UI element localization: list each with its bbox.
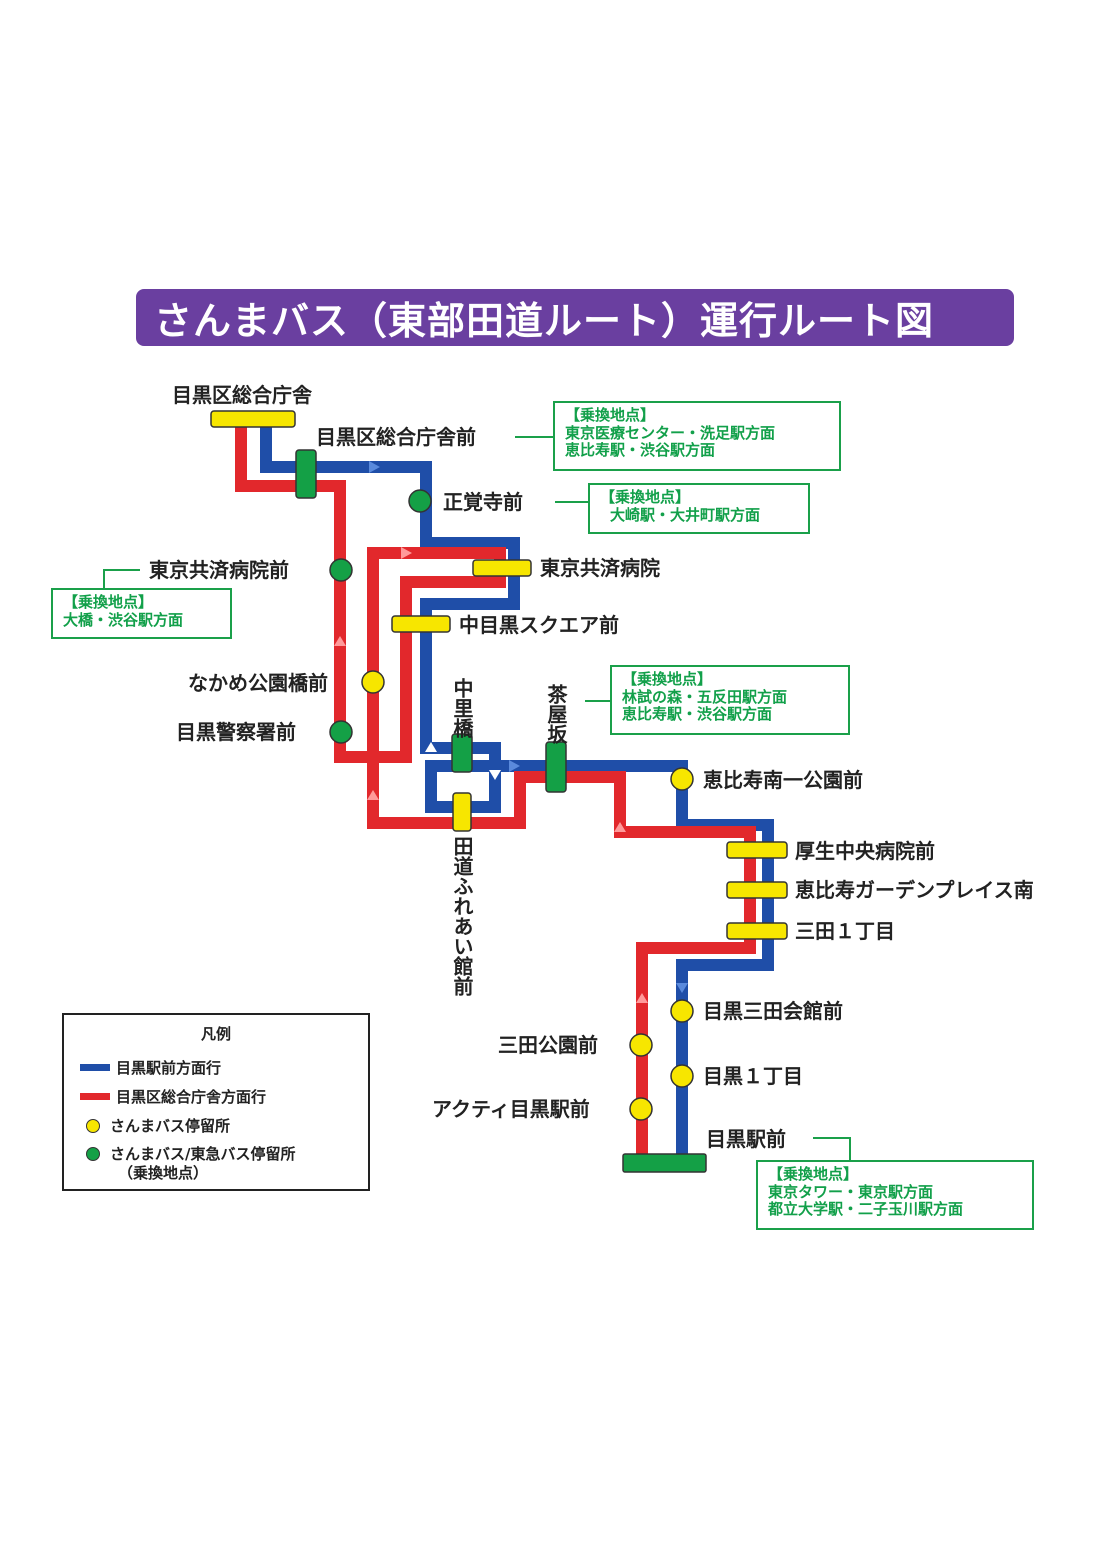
legend-green-line2: （乗換地点） bbox=[118, 1163, 209, 1182]
stop-dot-s19 bbox=[629, 1097, 653, 1121]
stop-label-s08: 目黒警察署前 bbox=[176, 720, 296, 744]
transfer-line: 東京医療センター・洗足駅方面 bbox=[565, 423, 776, 442]
stop-bar-s13 bbox=[726, 841, 788, 859]
circle-stops bbox=[329, 489, 694, 1121]
stop-label-s11: 田道ふれあい館前 bbox=[450, 836, 474, 996]
stop-label-s07: なかめ公園橋前 bbox=[188, 671, 328, 695]
blue-line-swatch bbox=[80, 1064, 110, 1071]
legend: 凡例 目黒駅前方面行 目黒区総合庁舎方面行 さんまバス停留所 さんまバス/東急バ… bbox=[62, 1013, 370, 1191]
stop-label-s09: 中里橋 bbox=[450, 678, 474, 738]
transfer-line: 恵比寿駅・渋谷駅方面 bbox=[622, 705, 773, 724]
stop-bar-s05 bbox=[472, 559, 532, 577]
legend-title: 凡例 bbox=[200, 1025, 231, 1043]
transfer-box-5: 【乗換地点】 東京タワー・東京駅方面 都立大学駅・二子玉川駅方面 bbox=[756, 1160, 1034, 1230]
transfer-heading: 【乗換地点】 bbox=[768, 1165, 859, 1183]
stop-label-s12: 恵比寿南一公園前 bbox=[703, 768, 863, 792]
red-line-swatch bbox=[80, 1093, 110, 1100]
stop-label-s02: 目黒区総合庁舎前 bbox=[316, 425, 476, 449]
stop-dot-s12 bbox=[670, 767, 694, 791]
stop-bar-s14 bbox=[726, 881, 788, 899]
transfer-box-2: 【乗換地点】 大崎駅・大井町駅方面 bbox=[588, 483, 810, 534]
transfer-line: 都立大学駅・二子玉川駅方面 bbox=[768, 1200, 964, 1219]
stop-bar-s15 bbox=[726, 922, 788, 940]
stop-label-s20: 目黒駅前 bbox=[706, 1127, 786, 1151]
transfer-line: 林試の森・五反田駅方面 bbox=[622, 687, 788, 706]
stop-label-s13: 厚生中央病院前 bbox=[795, 839, 935, 863]
stop-bar-s02 bbox=[295, 449, 317, 499]
stop-dot-s03 bbox=[408, 489, 432, 513]
transfer-box-4: 【乗換地点】 林試の森・五反田駅方面 恵比寿駅・渋谷駅方面 bbox=[610, 665, 850, 735]
legend-row-green: さんまバス/東急バス停留所 （乗換地点） bbox=[80, 1145, 295, 1183]
legend-yellow-label: さんまバス停留所 bbox=[110, 1117, 231, 1135]
transfer-line: 大崎駅・大井町駅方面 bbox=[610, 505, 761, 524]
transfer-heading: 【乗換地点】 bbox=[565, 406, 656, 424]
stop-label-s01: 目黒区総合庁舎 bbox=[172, 383, 312, 407]
green-stop-icon bbox=[86, 1147, 100, 1161]
stop-label-s05: 東京共済病院 bbox=[540, 556, 660, 580]
stop-label-s18: 目黒１丁目 bbox=[703, 1064, 803, 1088]
stop-label-s06: 中目黒スクエア前 bbox=[459, 613, 619, 637]
stop-bar-s06 bbox=[391, 615, 451, 633]
stop-label-s03: 正覚寺前 bbox=[443, 490, 523, 514]
stop-label-s19: アクティ目黒駅前 bbox=[432, 1097, 590, 1121]
stop-bar-s01 bbox=[210, 410, 296, 428]
legend-blue-label: 目黒駅前方面行 bbox=[116, 1059, 222, 1077]
stop-dot-s07 bbox=[361, 670, 385, 694]
stop-dot-s08 bbox=[329, 720, 353, 744]
transfer-box-1: 【乗換地点】 東京医療センター・洗足駅方面 恵比寿駅・渋谷駅方面 bbox=[553, 401, 841, 471]
stop-bar-s09 bbox=[451, 733, 473, 773]
stop-label-s17: 三田公園前 bbox=[498, 1033, 598, 1057]
legend-row-yellow: さんまバス停留所 bbox=[80, 1117, 230, 1136]
stop-bar-s11 bbox=[452, 792, 472, 832]
map-title: さんまバス（東部田道ルート）運行ルート図 bbox=[136, 289, 1014, 346]
stop-label-s14: 恵比寿ガーデンプレイス南 bbox=[795, 878, 1034, 902]
stop-dot-s17 bbox=[629, 1033, 653, 1057]
stop-bar-s10 bbox=[545, 741, 567, 793]
direction-arrows bbox=[334, 461, 688, 1003]
stop-label-s10: 茶屋坂 bbox=[544, 684, 568, 744]
stop-dot-s18 bbox=[670, 1064, 694, 1088]
transfer-line: 大橋・渋谷駅方面 bbox=[63, 610, 184, 629]
transfer-heading: 【乗換地点】 bbox=[600, 488, 691, 506]
legend-row-blue: 目黒駅前方面行 bbox=[80, 1059, 221, 1078]
transfer-box-3: 【乗換地点】 大橋・渋谷駅方面 bbox=[51, 588, 232, 639]
transfer-heading: 【乗換地点】 bbox=[622, 670, 713, 688]
stop-dot-s04 bbox=[329, 558, 353, 582]
stop-bar-s20 bbox=[622, 1153, 707, 1173]
yellow-stop-icon bbox=[86, 1119, 100, 1133]
stop-label-s15: 三田１丁目 bbox=[795, 919, 895, 943]
transfer-line: 恵比寿駅・渋谷駅方面 bbox=[565, 441, 716, 460]
transfer-heading: 【乗換地点】 bbox=[63, 593, 154, 611]
legend-row-red: 目黒区総合庁舎方面行 bbox=[80, 1088, 266, 1107]
transfer-line: 東京タワー・東京駅方面 bbox=[768, 1182, 934, 1201]
stop-label-s04: 東京共済病院前 bbox=[149, 558, 289, 582]
stop-label-s16: 目黒三田会館前 bbox=[703, 999, 843, 1023]
transfer-connectors bbox=[103, 436, 851, 1160]
stop-dot-s16 bbox=[670, 999, 694, 1023]
bar-stops-yellow bbox=[210, 410, 788, 940]
legend-red-label: 目黒区総合庁舎方面行 bbox=[116, 1088, 267, 1106]
legend-green-label: さんまバス/東急バス停留所 （乗換地点） bbox=[110, 1145, 295, 1183]
bar-stops-green bbox=[295, 449, 707, 1173]
legend-green-line1: さんまバス/東急バス停留所 bbox=[110, 1145, 296, 1163]
